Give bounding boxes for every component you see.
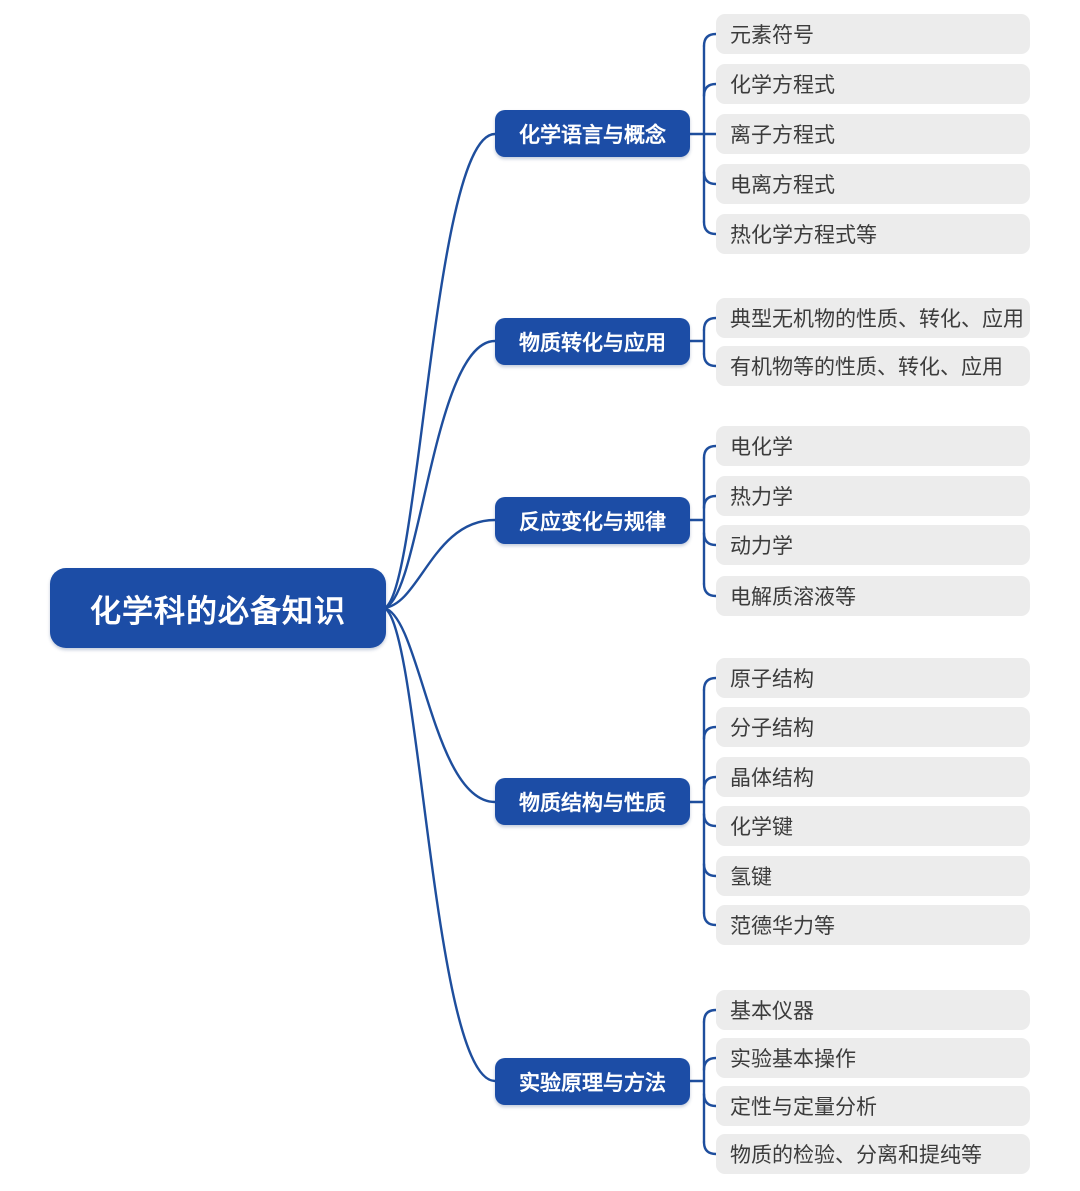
edge-branch1-trunk: [688, 44, 718, 224]
edge-branch4-leaf4: [702, 812, 718, 828]
branch-node-reaction-laws[interactable]: 反应变化与规律: [495, 497, 690, 544]
edge-branch2-leaf2: [702, 352, 718, 368]
leaf-node[interactable]: 电化学: [716, 426, 1030, 466]
leaf-node[interactable]: 有机物等的性质、转化、应用: [716, 346, 1030, 386]
edge-root-branch-4: [382, 606, 497, 804]
leaf-node[interactable]: 分子结构: [716, 707, 1030, 747]
branch-node-substance-transformation[interactable]: 物质转化与应用: [495, 318, 690, 365]
branch-node-chemical-language[interactable]: 化学语言与概念: [495, 110, 690, 157]
leaf-node[interactable]: 热化学方程式等: [716, 214, 1030, 254]
edge-branch4-leaf6: [702, 911, 718, 927]
edge-root-branch-3: [382, 518, 497, 610]
edge-branch4-leaf2: [702, 725, 718, 741]
leaf-node[interactable]: 原子结构: [716, 658, 1030, 698]
leaf-node[interactable]: 范德华力等: [716, 905, 1030, 945]
leaf-node[interactable]: 氢键: [716, 856, 1030, 896]
edge-root-branch-5: [382, 606, 497, 1083]
edge-branch1-leaf4: [702, 170, 718, 186]
edge-branch5-leaf2: [702, 1056, 718, 1072]
edge-branch4-leaf5: [702, 862, 718, 878]
leaf-node[interactable]: 电解质溶液等: [716, 576, 1030, 616]
branch-node-experiment-methods[interactable]: 实验原理与方法: [495, 1058, 690, 1105]
leaf-node[interactable]: 电离方程式: [716, 164, 1030, 204]
edge-branch3-leaf1: [702, 444, 718, 460]
edge-branch4-trunk: [688, 688, 706, 915]
edge-branch1-leaf2: [702, 82, 718, 98]
edge-branch5-leaf3: [702, 1092, 718, 1108]
edge-branch1-leaf5: [702, 220, 718, 236]
leaf-node[interactable]: 离子方程式: [716, 114, 1030, 154]
edge-branch5-leaf4: [702, 1140, 718, 1156]
leaf-node[interactable]: 定性与定量分析: [716, 1086, 1030, 1126]
leaf-node[interactable]: 基本仪器: [716, 990, 1030, 1030]
leaf-node[interactable]: 化学键: [716, 806, 1030, 846]
leaf-node[interactable]: 典型无机物的性质、转化、应用: [716, 298, 1030, 338]
edge-branch3-trunk: [688, 456, 706, 586]
edge-branch2-leaf1: [702, 316, 718, 332]
edge-branch3-leaf4: [702, 582, 718, 598]
leaf-node[interactable]: 动力学: [716, 525, 1030, 565]
branch-node-structure-properties[interactable]: 物质结构与性质: [495, 778, 690, 825]
root-node[interactable]: 化学科的必备知识: [50, 568, 386, 648]
edge-branch2-trunk: [688, 328, 706, 356]
leaf-node[interactable]: 物质的检验、分离和提纯等: [716, 1134, 1030, 1174]
edge-branch5-leaf1: [702, 1008, 718, 1024]
edge-branch3-leaf3: [702, 531, 718, 547]
edge-root-branch-2: [382, 339, 497, 610]
edge-branch4-leaf3: [702, 775, 718, 791]
edge-branch3-leaf2: [702, 494, 718, 510]
leaf-node[interactable]: 热力学: [716, 476, 1030, 516]
leaf-node[interactable]: 晶体结构: [716, 757, 1030, 797]
leaf-node[interactable]: 元素符号: [716, 14, 1030, 54]
edge-root-branch-1: [382, 132, 497, 610]
edge-branch5-trunk: [688, 1020, 706, 1144]
edge-branch4-leaf1: [702, 676, 718, 692]
leaf-node[interactable]: 化学方程式: [716, 64, 1030, 104]
leaf-node[interactable]: 实验基本操作: [716, 1038, 1030, 1078]
edge-branch1-leaf1: [702, 32, 718, 48]
